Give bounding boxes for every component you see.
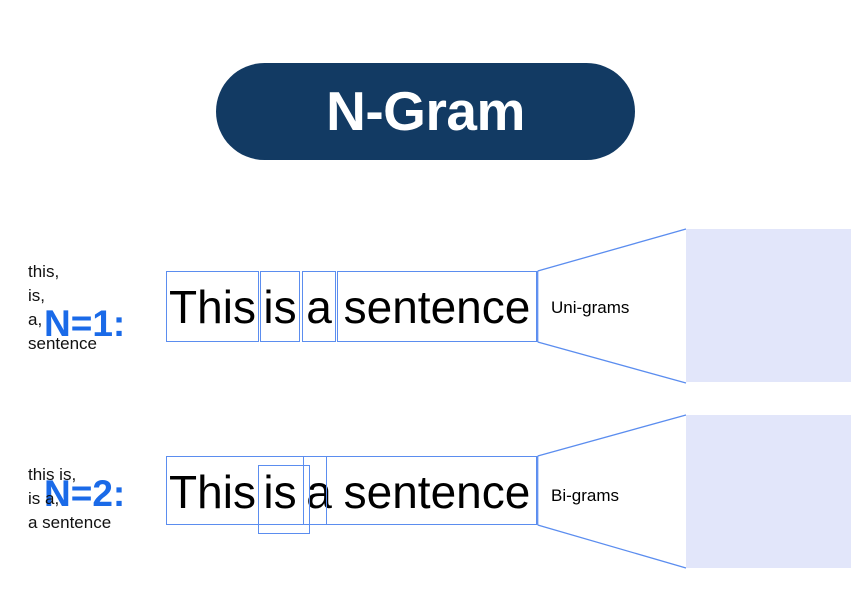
output-item: this, — [28, 262, 60, 281]
output-item: a, — [28, 310, 43, 329]
token-text-wrap: This — [166, 456, 259, 527]
ngram-row-bigram: N=2: This is a sentence Bi-grams this is… — [0, 400, 851, 580]
token-text: is — [263, 465, 297, 518]
output-panel-unigram — [686, 229, 851, 382]
output-item: is, — [28, 286, 45, 305]
funnel-shape-unigram — [537, 215, 687, 390]
token-text-wrap: a — [302, 456, 336, 527]
funnel-shape-bigram — [537, 400, 687, 580]
token-text-wrap: sentence — [337, 456, 537, 527]
token-text-wrap: is — [260, 456, 300, 527]
token-box: sentence — [337, 271, 537, 342]
token-text: is — [263, 280, 297, 333]
funnel-label-unigram: Uni-grams — [551, 298, 630, 317]
token-text: sentence — [343, 465, 531, 518]
row-label-n1: N=1: — [44, 303, 126, 344]
output-list-bigram: this is, is a, a sentence — [28, 463, 111, 535]
page-title: N-Gram — [326, 80, 525, 142]
token-text: This — [169, 465, 256, 518]
output-item: sentence — [28, 334, 97, 353]
token-text: This — [169, 280, 256, 333]
title-badge: N-Gram — [216, 63, 635, 160]
row-label-n2: N=2: — [44, 473, 126, 514]
funnel-label-bigram: Bi-grams — [551, 486, 620, 505]
token-text: sentence — [343, 280, 531, 333]
token-text: a — [306, 465, 332, 518]
token-box: is — [260, 271, 300, 342]
token-box: a — [302, 271, 336, 342]
output-item: is a, — [28, 489, 60, 508]
output-list-unigram: this, is, a, sentence — [28, 260, 97, 356]
token-text: a — [306, 280, 332, 333]
ngram-row-unigram: N=1: This is a sentence Uni-grams this, … — [0, 215, 851, 390]
output-item: a sentence — [28, 513, 112, 532]
output-item: this is, — [28, 465, 77, 484]
token-box: This — [166, 271, 259, 342]
output-panel-bigram — [686, 415, 851, 568]
